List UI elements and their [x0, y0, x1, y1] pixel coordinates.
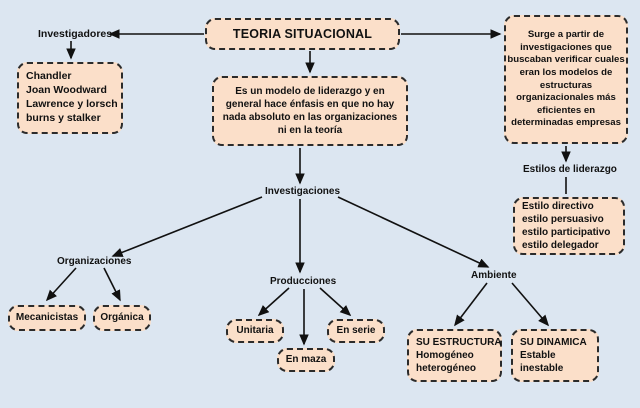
- edge-organizaciones-to-mecanicistas: [45, 267, 77, 302]
- node-label: Mecanicistas: [15, 312, 79, 324]
- origin-text-line: Surge a partir de: [527, 28, 605, 40]
- node-origen-teoria[interactable]: Surge a partir de investigaciones que bu…: [504, 15, 628, 144]
- edge-ambiente-to-dinamica: [511, 282, 550, 327]
- node-unitaria[interactable]: Unitaria: [226, 319, 284, 343]
- edge-organizaciones-to-organica: [103, 267, 121, 302]
- label-investigaciones: Investigaciones: [265, 186, 341, 197]
- origin-text-line: eficientes en: [536, 104, 596, 116]
- edge-investigaciones-to-ambiente: [337, 196, 490, 268]
- edge-producciones-to-enserie: [319, 287, 352, 317]
- label-estilos-de-liderazgo: Estilos de liderazgo: [523, 164, 617, 175]
- style-item: estilo persuasivo: [522, 213, 604, 225]
- style-item: estilo participativo: [522, 227, 611, 238]
- node-title-text: TEORIA SITUACIONAL: [232, 26, 373, 41]
- node-heading: SU ESTRUCTURA: [416, 336, 502, 348]
- model-text-line: general hace énfasis en que no hay: [225, 98, 395, 110]
- origin-text-line: investigaciones que: [520, 41, 612, 53]
- node-investigadores-list[interactable]: Chandler Joan Woodward Lawrence y lorsch…: [17, 62, 123, 134]
- origin-text-line: eran los modelos de: [519, 66, 613, 78]
- node-su-estructura[interactable]: SU ESTRUCTURA Homogéneo heterogéneo: [407, 329, 502, 382]
- researcher-item: Lawrence y lorsch: [26, 98, 118, 110]
- node-teoria-situacional[interactable]: TEORIA SITUACIONAL: [205, 18, 400, 50]
- node-en-serie[interactable]: En serie: [327, 319, 385, 343]
- researcher-item: burns y stalker: [26, 111, 101, 124]
- edge-investigaciones-to-organizaciones: [111, 196, 263, 257]
- origin-text-line: determinadas empresas: [511, 117, 621, 129]
- model-text-line: Es un modelo de liderazgo y en: [235, 85, 385, 97]
- node-item: inestable: [520, 363, 564, 375]
- style-item: Estilo directivo: [522, 200, 594, 212]
- node-definicion-modelo[interactable]: Es un modelo de liderazgo y en general h…: [212, 76, 408, 146]
- node-heading: SU DINAMICA: [520, 336, 587, 348]
- label-ambiente: Ambiente: [471, 270, 517, 281]
- node-mecanicistas[interactable]: Mecanicistas: [8, 305, 86, 331]
- node-label: Orgánica: [100, 312, 144, 324]
- origin-text-line: estructuras: [539, 79, 593, 91]
- node-en-maza[interactable]: En maza: [277, 348, 335, 372]
- label-organizaciones: Organizaciones: [57, 256, 132, 267]
- edge-producciones-to-unitaria: [257, 287, 290, 317]
- edge-ambiente-to-estructura: [454, 282, 488, 327]
- node-item: heterogéneo: [416, 363, 477, 375]
- node-item: Estable: [520, 349, 556, 361]
- label-producciones: Producciones: [270, 276, 337, 287]
- node-label: Unitaria: [236, 325, 274, 337]
- researcher-item: Chandler: [26, 70, 72, 83]
- node-estilos-liderazgo-list[interactable]: Estilo directivo estilo persuasivo estil…: [513, 197, 625, 255]
- node-label: En serie: [336, 325, 376, 337]
- node-label: En maza: [285, 354, 327, 366]
- researcher-item: Joan Woodward: [26, 84, 107, 97]
- node-su-dinamica[interactable]: SU DINAMICA Estable inestable: [511, 329, 599, 382]
- node-organica[interactable]: Orgánica: [93, 305, 151, 331]
- origin-text-line: buscaban verificar cuales: [507, 54, 625, 66]
- origin-text-line: organizacionales más: [516, 92, 616, 104]
- style-item: estilo delegador: [522, 240, 599, 252]
- model-text-line: ni en la teoría: [277, 125, 343, 137]
- model-text-line: nada absoluto en las organizaciones: [222, 112, 398, 123]
- node-item: Homogéneo: [416, 349, 474, 361]
- label-investigadores: Investigadores: [38, 28, 113, 40]
